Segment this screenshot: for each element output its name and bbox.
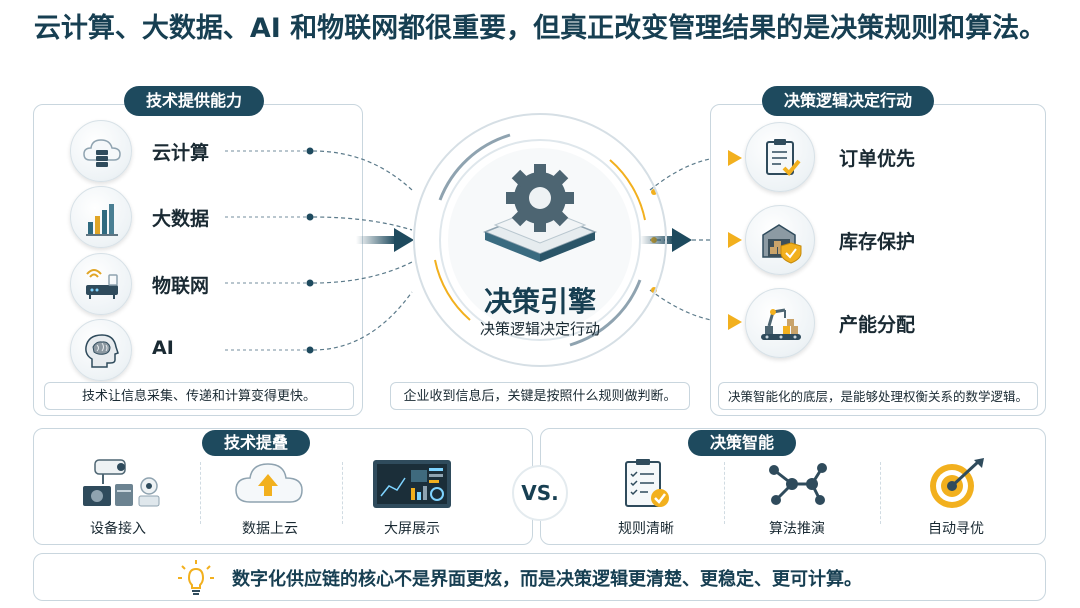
footer-text: 数字化供应链的核心不是界面更炫，而是决策逻辑更清楚、更稳定、更可计算。: [232, 569, 862, 590]
tech-item-cloud: 云计算: [40, 120, 360, 182]
bottom-item-rules: 规则清晰: [576, 456, 716, 538]
bottom-item-algorithm: 算法推演: [727, 456, 867, 538]
play-arrow-icon: [728, 232, 742, 248]
bottom-label-cloud: 数据上云: [242, 521, 298, 537]
bottom-label-dashboard: 大屏展示: [384, 521, 440, 537]
clipboard-check-icon: [745, 122, 815, 192]
bar-chart-icon: [70, 186, 132, 248]
bottom-label-optimize: 自动寻优: [928, 521, 984, 537]
bottom-item-optimize: 自动寻优: [886, 456, 1026, 538]
iot-router-icon: [70, 253, 132, 315]
page-title: 云计算、大数据、AI 和物联网都很重要，但真正改变管理结果的是决策规则和算法。: [33, 13, 1047, 44]
tech-item-iot: 物联网: [40, 253, 360, 315]
decision-intelligence-header: 决策智能: [688, 430, 797, 456]
camera-device-icon: [83, 459, 160, 507]
decision-engine-hub: [413, 113, 667, 367]
tech-label-cloud: 云计算: [152, 142, 210, 164]
play-arrow-icon: [728, 150, 742, 166]
checklist-icon: [625, 459, 669, 507]
decision-label-order: 订单优先: [839, 148, 916, 170]
network-graph-icon: [769, 463, 827, 505]
engine-caption: 企业收到信息后，关键是按照什么规则做判断。: [390, 382, 690, 410]
engine-title: 决策引擎: [483, 285, 596, 318]
divider: [724, 462, 725, 524]
decision-item-order: 订单优先: [745, 122, 1035, 192]
decision-logic-caption: 决策智能化的底层，是能够处理权衡关系的数学逻辑。: [718, 382, 1038, 410]
bottom-label-rules: 规则清晰: [618, 521, 674, 537]
bottom-item-dashboard: 大屏展示: [342, 456, 482, 538]
tech-label-ai: AI: [152, 337, 174, 359]
cloud-upload-icon: [235, 463, 303, 503]
bottom-item-cloud: 数据上云: [200, 456, 340, 538]
bottom-label-algorithm: 算法推演: [769, 521, 825, 537]
bottom-label-device: 设备接入: [90, 521, 146, 537]
tech-item-ai: AI: [40, 319, 360, 381]
divider: [342, 462, 343, 524]
play-arrow-icon: [728, 314, 742, 330]
arrow-right-icon: [356, 228, 414, 252]
arrow-right-icon: [640, 228, 692, 252]
vs-badge: VS.: [512, 465, 568, 521]
robot-arm-icon: [745, 288, 815, 358]
target-arrow-icon: [930, 458, 984, 508]
tech-capability-header: 技术提供能力: [124, 86, 265, 116]
decision-item-capacity: 产能分配: [745, 288, 1035, 358]
tech-label-bigdata: 大数据: [152, 208, 210, 230]
tech-capability-caption: 技术让信息采集、传递和计算变得更快。: [44, 382, 354, 410]
divider: [880, 462, 881, 524]
engine-subtitle: 决策逻辑决定行动: [479, 320, 600, 338]
lightbulb-icon: [178, 560, 214, 595]
divider: [200, 462, 201, 524]
tech-label-iot: 物联网: [152, 275, 210, 297]
bottom-item-device: 设备接入: [48, 456, 188, 538]
decision-label-inventory: 库存保护: [839, 231, 916, 253]
warehouse-shield-icon: [745, 205, 815, 275]
tech-item-bigdata: 大数据: [40, 186, 360, 248]
dashboard-screen-icon: [373, 460, 451, 508]
brain-head-icon: [70, 319, 132, 381]
decision-item-inventory: 库存保护: [745, 205, 1035, 275]
decision-logic-header: 决策逻辑决定行动: [762, 86, 935, 116]
decision-label-capacity: 产能分配: [839, 314, 916, 336]
tech-stack-header: 技术提叠: [202, 430, 311, 456]
cloud-server-icon: [70, 120, 132, 182]
